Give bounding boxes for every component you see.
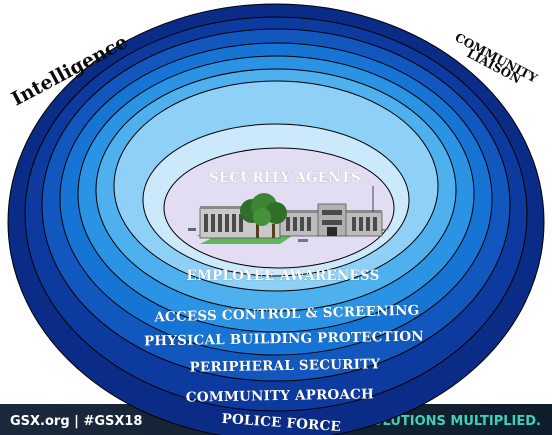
ring-label-access-control: ACCESS CONTROL & SCREENING	[153, 303, 419, 326]
ring-label-police-force: POLICE FORCE	[221, 411, 341, 435]
footer-left-text: GSX.org | #GSX18	[10, 414, 142, 429]
ring-label-physical-building-protection: PHYSICAL BUILDING PROTECTION	[144, 329, 424, 350]
footer-right-text: SOLUTIONS MULTIPLIED.	[362, 414, 541, 429]
ring-label-peripheral-security: PERIPHERAL SECURITY	[189, 356, 380, 375]
ring-stack	[7, 3, 545, 435]
ring-label-community-approach: COMMUNITY APROACH	[186, 386, 374, 405]
building-icon	[188, 186, 390, 244]
ring-label-employee-awareness: EMPLOYEE AWARENESS	[186, 268, 379, 284]
center-label: SECURITY AGENTS	[209, 170, 361, 186]
